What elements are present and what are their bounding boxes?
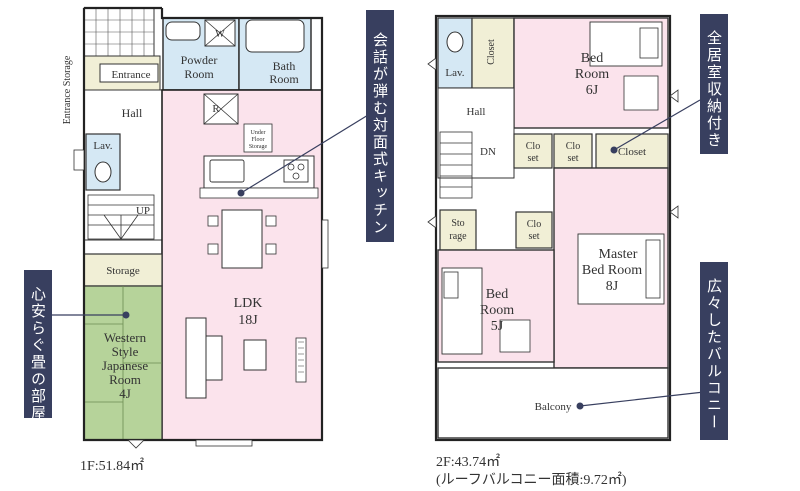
label-japanese-room-1: Western bbox=[104, 330, 147, 345]
label-bath-2: Room bbox=[269, 72, 299, 86]
label-ldk-1: LDK bbox=[234, 296, 263, 311]
label-bed5-1: Bed bbox=[486, 287, 509, 302]
label-hall-1f: Hall bbox=[122, 106, 143, 120]
bar-counter bbox=[199, 187, 319, 199]
window-2f-d bbox=[427, 215, 437, 229]
label-bed6-1: Bed bbox=[581, 51, 604, 66]
label-washer: W bbox=[215, 29, 225, 40]
label-master-1: Master bbox=[599, 247, 638, 262]
sofa-seat-icon bbox=[205, 335, 223, 381]
label-underfloor-3: Storage bbox=[249, 144, 268, 150]
label-storage-2f-1: Sto bbox=[451, 218, 464, 229]
label-closet-c-2: set bbox=[567, 153, 578, 164]
label-dn: DN bbox=[480, 146, 496, 158]
labels-1f: Entrance Storage Entrance Hall Lav. UP S… bbox=[62, 29, 299, 401]
label-bed5-3: 5J bbox=[491, 319, 504, 334]
balcony bbox=[437, 367, 669, 439]
window-1f-a bbox=[73, 149, 85, 171]
label-powder-2: Room bbox=[184, 67, 214, 81]
toilet-1f-icon bbox=[94, 161, 112, 183]
storage-2f bbox=[439, 209, 477, 251]
floor-1 bbox=[73, 6, 329, 449]
label-balcony: Balcony bbox=[535, 401, 572, 413]
label-underfloor-2: Floor bbox=[251, 137, 264, 143]
floor-2 bbox=[427, 14, 679, 442]
label-storage-2f-2: rage bbox=[449, 231, 467, 242]
callout-tatami: 心安らぐ畳の部屋 bbox=[24, 270, 130, 422]
toilet-2f-icon bbox=[446, 31, 464, 53]
label-underfloor-1: Under bbox=[251, 130, 266, 136]
desk-6-icon bbox=[623, 75, 659, 111]
sofa-icon bbox=[185, 317, 207, 399]
label-master-2: Bed Room bbox=[582, 263, 642, 278]
label-closet-c-1: Clo bbox=[566, 141, 580, 152]
label-hall-2f: Hall bbox=[467, 106, 486, 118]
window-2f-a bbox=[427, 57, 437, 71]
closet-e bbox=[515, 211, 553, 249]
label-japanese-room-3: Japanese bbox=[102, 358, 148, 373]
window-2f-b bbox=[669, 89, 679, 103]
label-lav-2f: Lav. bbox=[445, 67, 464, 79]
label-powder-1: Powder bbox=[181, 53, 218, 67]
label-bath-1: Bath bbox=[273, 59, 296, 73]
entry-arrow-icon bbox=[127, 439, 145, 449]
window-1f-c bbox=[195, 439, 253, 447]
label-japanese-room-5: 4J bbox=[119, 386, 131, 401]
underfloor-storage-box bbox=[243, 123, 273, 153]
entrance-box bbox=[99, 63, 159, 83]
bathtub-icon bbox=[245, 19, 305, 53]
label-up: UP bbox=[136, 205, 150, 217]
callout-tatami-text: 心安らぐ畳の部屋 bbox=[29, 286, 47, 422]
label-closet-b-2: set bbox=[527, 153, 538, 164]
callout-balcony-text: 広々したバルコニー bbox=[705, 278, 723, 431]
stove-icon bbox=[283, 159, 309, 183]
floor1-area: 1F:51.84㎡ bbox=[80, 458, 144, 474]
label-japanese-room-4: Room bbox=[109, 372, 141, 387]
label-entrance: Entrance bbox=[111, 69, 150, 81]
floor2-balcony-area: (ルーフバルコニー面積:9.72㎡) bbox=[436, 472, 627, 488]
window-1f-b bbox=[321, 219, 329, 269]
callout-kitchen-text: 会話が弾む対面式キッチン bbox=[371, 32, 389, 236]
stairs-2f bbox=[439, 131, 473, 199]
label-bed6-3: 6J bbox=[586, 83, 599, 98]
label-closet-e-1: Clo bbox=[527, 219, 541, 230]
callout-storage-text: 全居室収納付き bbox=[705, 29, 723, 149]
label-bed6-2: Room bbox=[575, 67, 609, 82]
desk-5-icon bbox=[499, 319, 531, 353]
callout-balcony: 広々したバルコニー bbox=[576, 262, 728, 440]
window-2f-c bbox=[669, 205, 679, 219]
label-closet-b-1: Clo bbox=[526, 141, 540, 152]
closet-b bbox=[513, 133, 553, 169]
label-master-3: 8J bbox=[606, 279, 619, 294]
hall-2f bbox=[437, 87, 515, 179]
dining-chairs-icon bbox=[207, 215, 277, 255]
coffee-table-icon bbox=[243, 339, 267, 371]
floor2-area: 2F:43.74㎡ bbox=[436, 454, 500, 470]
callout-storage: 全居室収納付き bbox=[610, 14, 728, 154]
label-closet-e-2: set bbox=[528, 231, 539, 242]
labels-2f: Lav. Closet Bed Room 6J Hall DN Clo set … bbox=[445, 39, 646, 413]
tv-board-lines bbox=[298, 341, 304, 373]
label-bed5-2: Room bbox=[480, 303, 514, 318]
label-lav-1f: Lav. bbox=[93, 140, 112, 152]
kitchen-sink-icon bbox=[209, 159, 245, 183]
label-storage-1f: Storage bbox=[106, 265, 140, 277]
stairs-1f bbox=[87, 194, 155, 240]
sink-icon bbox=[165, 21, 201, 41]
label-closet-d: Closet bbox=[618, 146, 646, 158]
label-japanese-room-2: Style bbox=[112, 344, 139, 359]
callout-kitchen: 会話が弾む対面式キッチン bbox=[237, 10, 394, 242]
label-closet-a: Closet bbox=[486, 39, 497, 65]
label-ldk-2: 18J bbox=[238, 313, 258, 328]
label-entrance-storage: Entrance Storage bbox=[62, 55, 73, 124]
tatami-lines bbox=[84, 286, 162, 440]
label-fridge: R bbox=[212, 103, 220, 115]
dining-table-icon bbox=[221, 209, 263, 269]
